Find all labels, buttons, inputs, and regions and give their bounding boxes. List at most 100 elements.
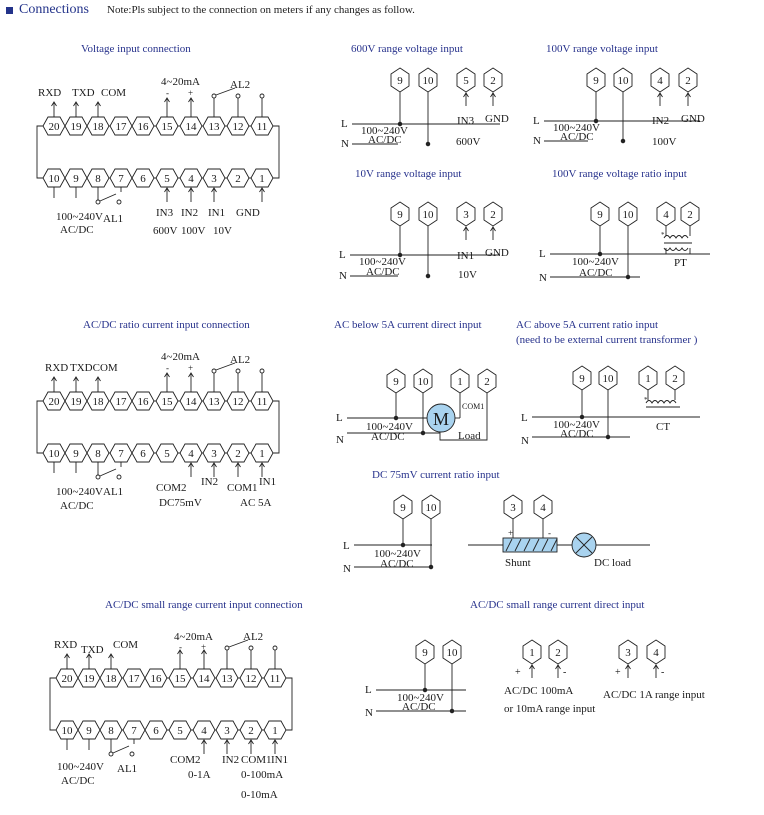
terminal-15 bbox=[168, 668, 192, 688]
terminal-number: 2 bbox=[484, 376, 490, 388]
terminal-number: 12 bbox=[233, 121, 244, 133]
arrow-up-icon bbox=[259, 462, 265, 468]
arrow-up-icon bbox=[211, 462, 217, 468]
terminal-14 bbox=[192, 668, 216, 688]
junction-dot bbox=[597, 251, 603, 257]
com-label: COM bbox=[113, 639, 138, 651]
ac5a-label: AC 5A bbox=[240, 497, 272, 509]
terminal-number: 4 bbox=[657, 75, 663, 87]
100v-label: 100V bbox=[181, 225, 206, 237]
gnd-label: GND bbox=[236, 207, 260, 219]
terminal-number: 3 bbox=[510, 502, 516, 514]
arrow-up-icon bbox=[490, 92, 496, 98]
shunt-hatch bbox=[550, 538, 558, 552]
terminal-number: 2 bbox=[685, 75, 691, 87]
range-10ma-label: 0-10mA bbox=[241, 789, 278, 801]
terminal-number: 6 bbox=[140, 173, 146, 185]
terminal-number: 9 bbox=[86, 725, 92, 737]
rxd-label: RXD bbox=[38, 87, 61, 99]
side-loop bbox=[273, 400, 280, 454]
title-10v-range: 10V range voltage input bbox=[355, 168, 462, 180]
terminal-2 bbox=[226, 168, 250, 188]
in3-label: IN3 bbox=[156, 207, 174, 219]
arrow-up-icon bbox=[490, 226, 496, 232]
al1-label: AL1 bbox=[103, 486, 123, 498]
in1-label: IN1 bbox=[259, 476, 276, 488]
relay-contact-icon bbox=[211, 93, 217, 99]
terminal-number: 9 bbox=[579, 373, 585, 385]
terminal-2 bbox=[483, 201, 503, 227]
mA-label: 4~20mA bbox=[161, 76, 200, 88]
plus-sign: + bbox=[508, 528, 513, 538]
motor-label: M bbox=[433, 409, 449, 429]
com2-label: COM2 bbox=[170, 754, 201, 766]
terminal-number: 20 bbox=[62, 673, 74, 685]
terminal-number: 18 bbox=[93, 121, 105, 133]
arrow-up-icon bbox=[248, 739, 254, 745]
terminal-number: 10 bbox=[423, 75, 435, 87]
title-small-range-direct: AC/DC small range current direct input bbox=[470, 599, 645, 611]
relay-contact-icon bbox=[235, 368, 241, 374]
arrow-up-icon bbox=[224, 739, 230, 745]
terminal-number: 15 bbox=[175, 673, 187, 685]
terminal-number: 14 bbox=[186, 396, 198, 408]
com1-label: COM1 bbox=[227, 482, 258, 494]
small-range-1a-label: AC/DC 1A range input bbox=[603, 689, 705, 701]
side-loop bbox=[36, 125, 43, 179]
10v-label: 10V bbox=[213, 225, 232, 237]
arrow-up-icon bbox=[188, 187, 194, 193]
terminal-8 bbox=[86, 168, 110, 188]
arrow-up-icon bbox=[86, 653, 92, 659]
terminal-number: 4 bbox=[188, 173, 194, 185]
terminal-number: 11 bbox=[257, 121, 268, 133]
relay-contact-icon bbox=[248, 645, 254, 651]
al1-label: AL1 bbox=[117, 763, 137, 775]
terminal-number: 4 bbox=[201, 725, 207, 737]
side-loop bbox=[49, 677, 56, 731]
com2-label: COM2 bbox=[156, 482, 187, 494]
terminal-number: 13 bbox=[222, 673, 234, 685]
L-label: L bbox=[533, 115, 540, 127]
terminal-5 bbox=[155, 443, 179, 463]
terminal-number: 14 bbox=[186, 121, 198, 133]
terminal-number: 14 bbox=[199, 673, 211, 685]
terminal-number: 10 bbox=[423, 209, 435, 221]
N-label: N bbox=[343, 563, 351, 575]
N-label: N bbox=[539, 272, 547, 284]
terminal-1 bbox=[522, 639, 542, 665]
terminal-number: 9 bbox=[73, 448, 79, 460]
terminal-5 bbox=[168, 720, 192, 740]
terminal-number: 20 bbox=[49, 121, 61, 133]
junction-dot bbox=[579, 414, 585, 420]
txd-label: TXD bbox=[72, 87, 95, 99]
terminal-1 bbox=[263, 720, 287, 740]
pt-polarity: * bbox=[661, 231, 665, 239]
junction-dot bbox=[420, 430, 426, 436]
acdc-label: AC/DC bbox=[402, 701, 436, 713]
terminal-number: 2 bbox=[687, 209, 693, 221]
junction-dot bbox=[397, 121, 403, 127]
terminal-11 bbox=[263, 668, 287, 688]
rxd-label: RXD bbox=[45, 362, 68, 374]
terminal-number: 3 bbox=[625, 647, 631, 659]
terminal-16 bbox=[131, 391, 155, 411]
pt-label: PT bbox=[674, 257, 687, 269]
N-label: N bbox=[336, 434, 344, 446]
junction-dot bbox=[625, 274, 631, 280]
terminal-2 bbox=[678, 67, 698, 93]
terminal-11 bbox=[250, 391, 274, 411]
terminal-4 bbox=[179, 168, 203, 188]
relay-contact-icon bbox=[259, 368, 265, 374]
junction-dot bbox=[393, 415, 399, 421]
terminal-number: 1 bbox=[272, 725, 278, 737]
ct-polarity: * bbox=[644, 396, 648, 404]
terminal-8 bbox=[99, 720, 123, 740]
title-voltage-input: Voltage input connection bbox=[81, 43, 191, 55]
relay-switch bbox=[215, 87, 236, 96]
N-label: N bbox=[339, 270, 347, 282]
minus-sign: - bbox=[661, 667, 664, 678]
junction-dot bbox=[422, 687, 428, 693]
terminal-number: 9 bbox=[73, 173, 79, 185]
relay-switch bbox=[99, 468, 117, 477]
